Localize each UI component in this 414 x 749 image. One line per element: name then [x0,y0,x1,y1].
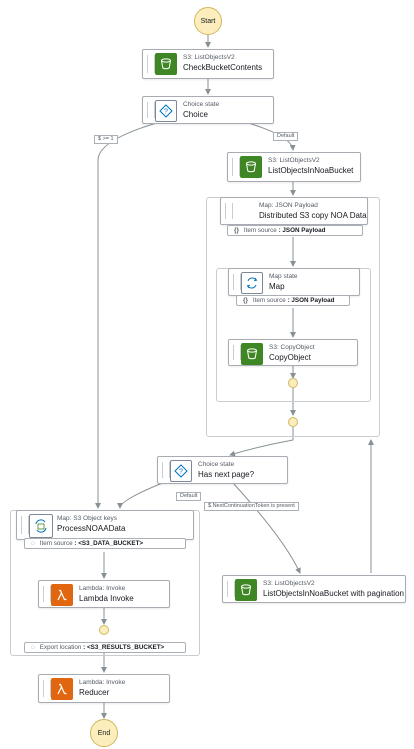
node-type: S3: CopyObject [269,344,315,351]
export-icon: ◌ [31,644,35,651]
end-node[interactable]: End [90,719,118,747]
drag-handle[interactable] [162,462,170,478]
drag-handle[interactable] [232,158,240,176]
s3-bucket-icon [235,579,257,601]
drag-handle[interactable] [147,55,155,73]
braces-icon: {} [243,297,248,304]
pill-value: : JSON Payload [287,297,335,304]
node-name: ListObjectsInNoaBucket [268,166,354,175]
node-type: S3: ListObjectsV2 [263,580,315,587]
node-type: Map: JSON Payload [259,202,318,209]
item-source-json-pill: {} Item source : JSON Payload [227,225,363,236]
node-lambda-invoke[interactable]: Lambda: Invoke Lambda Invoke [38,580,170,608]
node-name: Distributed S3 copy NOA Data [259,211,367,220]
node-name: Reducer [79,688,110,697]
drag-handle[interactable] [233,274,241,290]
node-type: Map: S3 Object keys [57,515,117,522]
pill-label: Item source [243,227,277,234]
node-list-objects-pagination[interactable]: S3: ListObjectsV2 ListObjectsInNoaBucket… [222,575,406,603]
pill-label: Export location [39,644,82,651]
pill-value: : <S3_RESULTS_BUCKET> [83,644,165,651]
node-name: Lambda Invoke [79,594,134,603]
edge-label-continuation-token: $.NextContinuationToken is present [204,502,299,511]
pill-value: : <S3_DATA_BUCKET> [74,540,144,547]
pill-label: Item source [39,540,73,547]
choice-icon: ? [155,100,177,122]
edge-label-choice-true: $ >= 1 [94,135,118,144]
edge-choice-process [95,121,161,509]
start-node[interactable]: Start [194,7,222,35]
node-name: CheckBucketContents [183,63,263,72]
item-source-s3-pill: ◌ Item source : <S3_DATA_BUCKET> [24,538,186,549]
node-has-next-page[interactable]: ? Choice state Has next page? [157,456,288,484]
item-source-map-pill: {} Item source : JSON Payload [236,295,350,306]
braces-icon: {} [234,227,239,234]
node-map-state[interactable]: Map state Map [228,268,360,296]
svg-text:?: ? [164,109,168,116]
node-reducer[interactable]: Lambda: Invoke Reducer [38,674,170,703]
drag-handle[interactable] [233,345,241,360]
node-name: CopyObject [269,353,311,362]
node-map-json-payload[interactable]: Map: JSON Payload Distributed S3 copy NO… [220,197,368,225]
export-location-pill: ◌ Export location : <S3_RESULTS_BUCKET> [24,642,186,653]
map-json-end-dot [288,417,298,427]
drag-handle[interactable] [21,516,29,534]
node-copy-object[interactable]: S3: CopyObject CopyObject [228,339,358,366]
map-icon [241,272,263,294]
process-noaa-end-dot [99,625,109,635]
edge-label-choice-default: Default [273,132,299,141]
lambda-icon [51,584,73,606]
node-type: Map state [269,273,298,280]
node-choice[interactable]: ? Choice state Choice [142,96,274,124]
map-state-end-dot [288,378,298,388]
node-name: ListObjectsInNoaBucket with pagination [263,589,404,598]
s3-source-icon: ◌ [31,540,35,547]
node-name: Map [269,282,285,291]
node-check-bucket-contents[interactable]: S3: ListObjectsV2 CheckBucketContents [142,49,274,79]
node-type: Lambda: Invoke [79,679,126,686]
drag-handle[interactable] [43,680,51,697]
node-name: Choice [183,110,208,119]
node-name: Has next page? [198,470,255,479]
node-process-noaa-data[interactable]: Map: S3 Object keys ProcessNOAAData [16,510,194,540]
node-type: S3: ListObjectsV2 [183,54,235,61]
drag-handle[interactable] [147,102,155,118]
choice-icon: ? [170,460,192,482]
drag-handle[interactable] [227,581,235,597]
drag-handle[interactable] [43,586,51,602]
s3-map-icon [29,514,53,538]
pill-label: Item source [252,297,286,304]
s3-bucket-icon [241,343,263,365]
s3-bucket-icon [155,53,177,75]
svg-text:?: ? [179,469,183,476]
node-name: ProcessNOAAData [57,524,126,533]
drag-handle[interactable] [225,203,233,219]
edge-hasnext-process [117,481,166,509]
edge-label-has-next-default: Default [176,492,202,501]
lambda-icon [51,678,73,700]
pill-value: : JSON Payload [278,227,326,234]
s3-bucket-icon [240,156,262,178]
node-type: Choice state [183,101,220,108]
node-type: Choice state [198,461,235,468]
node-type: Lambda: Invoke [79,585,126,592]
node-type: S3: ListObjectsV2 [268,157,320,164]
node-list-objects-noa[interactable]: S3: ListObjectsV2 ListObjectsInNoaBucket [227,152,361,182]
edge-hasnext-pagination [232,482,301,574]
